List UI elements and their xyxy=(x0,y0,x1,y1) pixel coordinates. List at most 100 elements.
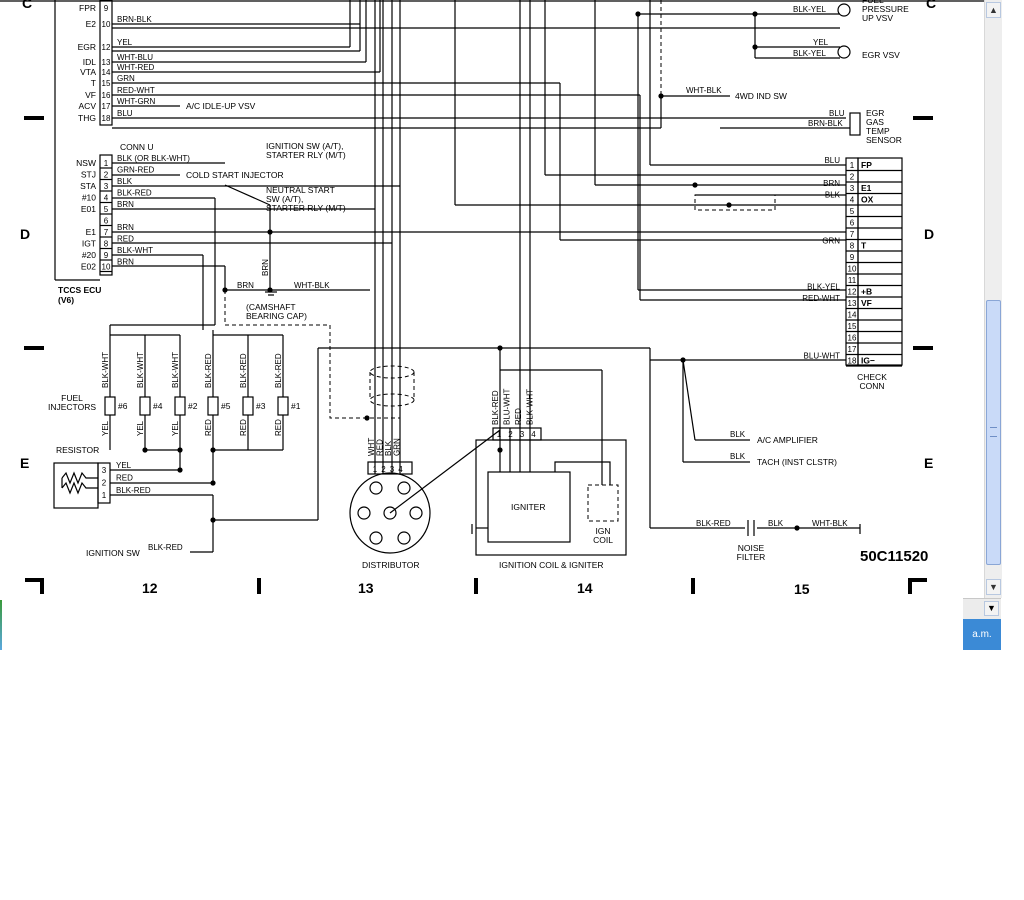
igniter-pin-num: 3 xyxy=(520,430,525,439)
grid-row-d-right: D xyxy=(924,226,934,242)
scroll-thumb[interactable] xyxy=(986,300,1001,565)
ecu-name: TCCS ECU(V6) xyxy=(58,285,101,305)
injector-label: #5 xyxy=(221,401,231,411)
wire-brn-blk-egrgas: BRN-BLK xyxy=(808,119,843,128)
injector-body xyxy=(242,396,254,416)
igniter-pin-num: 4 xyxy=(531,430,536,439)
grid-col-14: 14 xyxy=(577,580,593,596)
ecu-upper-wire: WHT-RED xyxy=(117,63,155,72)
check-conn-pin-num: 3 xyxy=(850,184,855,193)
injector-bottom-wire-label: RED xyxy=(239,419,248,436)
ecu-lower-term: #10 xyxy=(82,193,96,203)
check-conn-pin-num: 11 xyxy=(848,276,857,285)
ecu-lower-wire: BLK xyxy=(117,177,133,186)
injector-bottom-wire-label: YEL xyxy=(136,420,145,436)
check-conn-pin-num: 7 xyxy=(850,230,855,239)
junction-dot xyxy=(210,517,216,523)
ignition-sw-starter-label: IGNITION SW (A/T),STARTER RLY (M/T) xyxy=(266,141,346,160)
check-conn-term: +B xyxy=(861,287,872,297)
check-conn-term: E1 xyxy=(861,183,872,193)
distributor-pin-num: 2 xyxy=(381,465,386,474)
ecu-lower-pin-num: 6 xyxy=(104,217,109,226)
ecu-lower-pin-num: 7 xyxy=(104,228,109,237)
grid-row-c-left: C xyxy=(22,0,32,11)
wire-blk-ac: BLK xyxy=(730,430,746,439)
grid-row-c-right: C xyxy=(926,0,936,11)
ecu-upper-wire: BLU xyxy=(117,109,133,118)
wire-brn-cam: BRN xyxy=(237,281,254,290)
junction-dot xyxy=(497,447,503,453)
taskbar-clock[interactable]: a.m. xyxy=(963,619,1001,650)
injector-label: #1 xyxy=(291,401,301,411)
ecu-upper-term: VF xyxy=(85,90,96,100)
junction-dot xyxy=(497,345,503,351)
igniter-wire-label: BLK-RED xyxy=(491,390,500,425)
junction-dot xyxy=(222,287,228,293)
junction-dot xyxy=(794,525,800,531)
ecu-lower-term: NSW xyxy=(76,158,96,168)
ecu-lower-wire: BRN xyxy=(117,200,134,209)
ecu-upper-term: ACV xyxy=(79,101,97,111)
scroll-down-button[interactable]: ▼ xyxy=(986,579,1001,595)
check-conn-pin-num: 8 xyxy=(850,242,855,251)
secondary-scroll-down-button[interactable]: ▼ xyxy=(984,601,999,616)
grid-col-12: 12 xyxy=(142,580,158,596)
ecu-upper-wire: WHT-GRN xyxy=(117,97,155,106)
distributor-pin-num: 4 xyxy=(398,465,403,474)
injector-body xyxy=(139,396,151,416)
grid-col-13: 13 xyxy=(358,580,374,596)
ecu-lower-pin-num: 2 xyxy=(104,171,109,180)
injector-top-wire-label: BLK-WHT xyxy=(136,352,145,388)
wire-wht-blk-cam: WHT-BLK xyxy=(294,281,330,290)
ecu-upper-wire: YEL xyxy=(117,38,133,47)
distributor-wire-label: RED xyxy=(376,439,385,456)
grid-row-d-left: D xyxy=(20,226,30,242)
resistor-wire-label: RED xyxy=(116,474,133,483)
ecu-lower-pin-num: 8 xyxy=(104,240,109,249)
ecu-lower-term: #20 xyxy=(82,250,96,260)
wire-wht-blk-4wd: WHT-BLK xyxy=(686,86,722,95)
junction-dot xyxy=(752,11,758,17)
wire-brn-vert: BRN xyxy=(261,259,270,276)
wire-blk-red-ign: BLK-RED xyxy=(148,543,183,552)
ecu-lower-pin-num: 4 xyxy=(104,194,109,203)
check-conn-pin-num: 6 xyxy=(850,219,855,228)
scroll-up-button[interactable]: ▲ xyxy=(986,2,1001,18)
igniter-pin-num: 2 xyxy=(508,430,513,439)
ecu-lower-pin-num: 10 xyxy=(102,263,111,272)
ecu-lower-pin-num: 5 xyxy=(104,205,109,214)
vertical-scrollbar[interactable]: ▲ ▼ xyxy=(984,0,1002,598)
ecu-lower-wire: RED xyxy=(117,235,134,244)
injector-label: #2 xyxy=(188,401,198,411)
check-conn-wire-label: BRN xyxy=(823,179,840,188)
injector-label: #6 xyxy=(118,401,128,411)
ecu-lower-pin-num: 3 xyxy=(104,182,109,191)
ecu-lower-wire: BLK-RED xyxy=(117,189,152,198)
ecu-lower-wire: GRN-RED xyxy=(117,166,155,175)
ecu-upper-pin-num: 16 xyxy=(102,91,111,100)
ecu-lower-wire: BLK (OR BLK-WHT) xyxy=(117,154,190,163)
check-conn-term: FP xyxy=(861,160,872,170)
igniter-wire-label: RED xyxy=(514,408,523,425)
junction-dot xyxy=(752,44,758,50)
ecu-upper-term: FPR xyxy=(79,3,96,13)
distributor-wire-label: GRN xyxy=(393,438,402,456)
check-conn-wire-label: BLK xyxy=(825,191,841,200)
igniter-pin-num: 1 xyxy=(497,430,502,439)
injector-label: #3 xyxy=(256,401,266,411)
wire-yel-egr: YEL xyxy=(813,38,829,47)
wire-blk-yel-fuel: BLK-YEL xyxy=(793,5,826,14)
check-conn-pin-num: 9 xyxy=(850,253,855,262)
ecu-upper-wire: RED-WHT xyxy=(117,86,155,95)
tach-label: TACH (INST CLSTR) xyxy=(757,457,837,467)
junction-dot xyxy=(210,480,216,486)
check-conn-pin-num: 12 xyxy=(848,288,857,297)
ecu-upper-term: T xyxy=(91,78,96,88)
injector-bottom-wire-label: RED xyxy=(274,419,283,436)
injector-top-wire-label: BLK-RED xyxy=(274,353,283,388)
